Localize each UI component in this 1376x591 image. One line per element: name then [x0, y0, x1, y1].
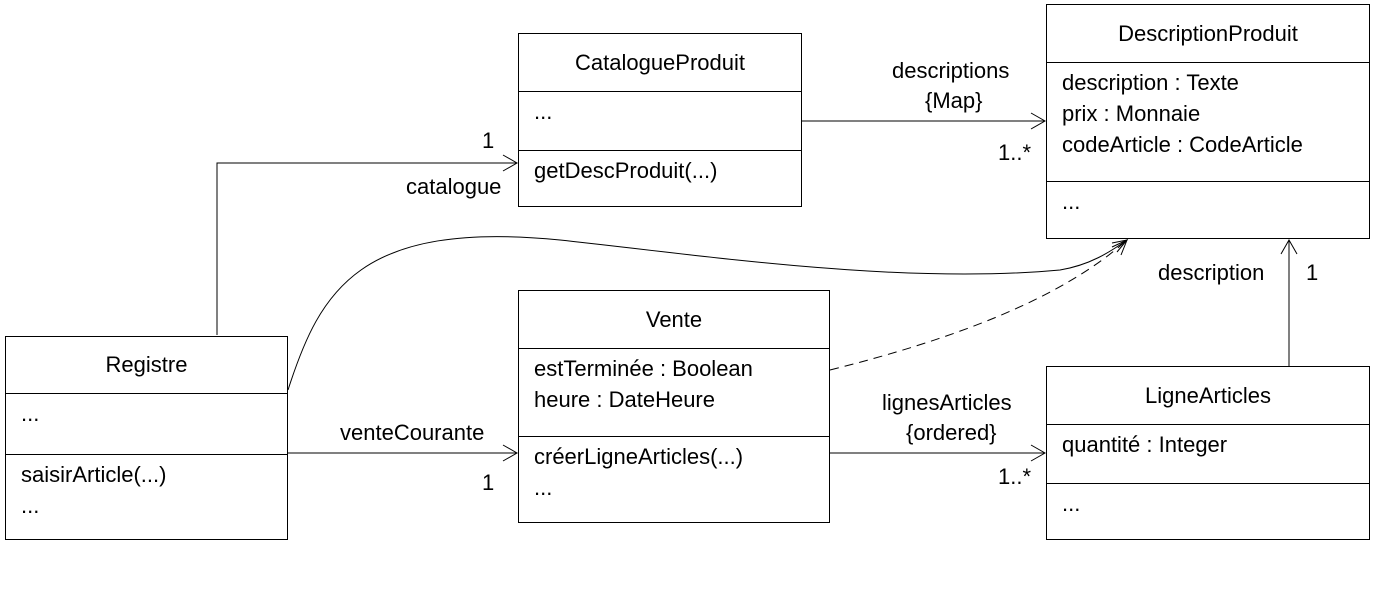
- class-vente[interactable]: Vente estTerminée : Boolean heure : Date…: [518, 290, 830, 523]
- multiplicity-lignes-articles: 1..*: [998, 464, 1032, 489]
- association-registre-catalogue: [216, 162, 517, 335]
- role-catalogue: catalogue: [406, 174, 502, 199]
- operations-section: ...: [1047, 483, 1369, 519]
- role-vente-courante: venteCourante: [340, 420, 485, 445]
- operation: saisirArticle(...): [21, 462, 167, 487]
- class-name: Registre: [6, 337, 287, 394]
- operations-section: saisirArticle(...) ...: [6, 454, 287, 521]
- curved-dependency-registre-description: [287, 236, 1128, 391]
- role-descriptions: descriptions: [892, 58, 1010, 83]
- attribute: codeArticle : CodeArticle: [1062, 132, 1303, 157]
- class-name: Vente: [519, 291, 829, 349]
- class-description-produit[interactable]: DescriptionProduit description : Texte p…: [1046, 4, 1370, 239]
- operation: ...: [21, 493, 40, 518]
- operation: ...: [1062, 491, 1081, 516]
- class-name: DescriptionProduit: [1047, 5, 1369, 63]
- multiplicity-catalogue: 1: [482, 128, 495, 153]
- constraint-lignes-articles: {ordered}: [906, 420, 997, 445]
- role-description: description: [1158, 260, 1265, 285]
- multiplicity-description: 1: [1306, 260, 1319, 285]
- attribute: prix : Monnaie: [1062, 101, 1201, 126]
- role-lignes-articles: lignesArticles: [882, 390, 1012, 415]
- multiplicity-descriptions: 1..*: [998, 140, 1032, 165]
- class-registre[interactable]: Registre ... saisirArticle(...) ...: [5, 336, 288, 540]
- attribute: estTerminée : Boolean: [534, 356, 753, 381]
- attribute: quantité : Integer: [1062, 432, 1228, 457]
- operations-section: getDescProduit(...): [519, 150, 801, 186]
- attribute: description : Texte: [1062, 70, 1239, 95]
- multiplicity-vente-courante: 1: [482, 470, 495, 495]
- arrowhead-lignes: [1030, 444, 1047, 462]
- attribute: heure : DateHeure: [534, 387, 715, 412]
- arrowhead-catalogue: [502, 154, 519, 172]
- operation: ...: [1062, 189, 1081, 214]
- operation: ...: [534, 475, 553, 500]
- class-name: CatalogueProduit: [519, 34, 801, 92]
- class-name: LigneArticles: [1047, 367, 1369, 425]
- attributes-section: ...: [6, 394, 287, 454]
- operation: getDescProduit(...): [534, 158, 718, 183]
- attribute: ...: [534, 99, 553, 124]
- arrowhead-dashed: [1111, 239, 1128, 256]
- arrowhead-descriptions: [1030, 112, 1047, 130]
- attribute: ...: [21, 401, 40, 426]
- class-ligne-articles[interactable]: LigneArticles quantité : Integer ...: [1046, 366, 1370, 540]
- attributes-section: description : Texte prix : Monnaie codeA…: [1047, 63, 1369, 181]
- arrowhead-description: [1280, 238, 1298, 255]
- operation: créerLigneArticles(...): [534, 444, 744, 469]
- attributes-section: quantité : Integer: [1047, 425, 1369, 483]
- attributes-section: ...: [519, 92, 801, 150]
- arrowhead-vente: [502, 444, 519, 462]
- operations-section: créerLigneArticles(...) ...: [519, 436, 829, 503]
- class-catalogue-produit[interactable]: CatalogueProduit ... getDescProduit(...): [518, 33, 802, 207]
- constraint-descriptions: {Map}: [925, 88, 983, 113]
- dashed-dependency-vente-description: [829, 239, 1128, 371]
- attributes-section: estTerminée : Boolean heure : DateHeure: [519, 349, 829, 436]
- operations-section: ...: [1047, 181, 1369, 217]
